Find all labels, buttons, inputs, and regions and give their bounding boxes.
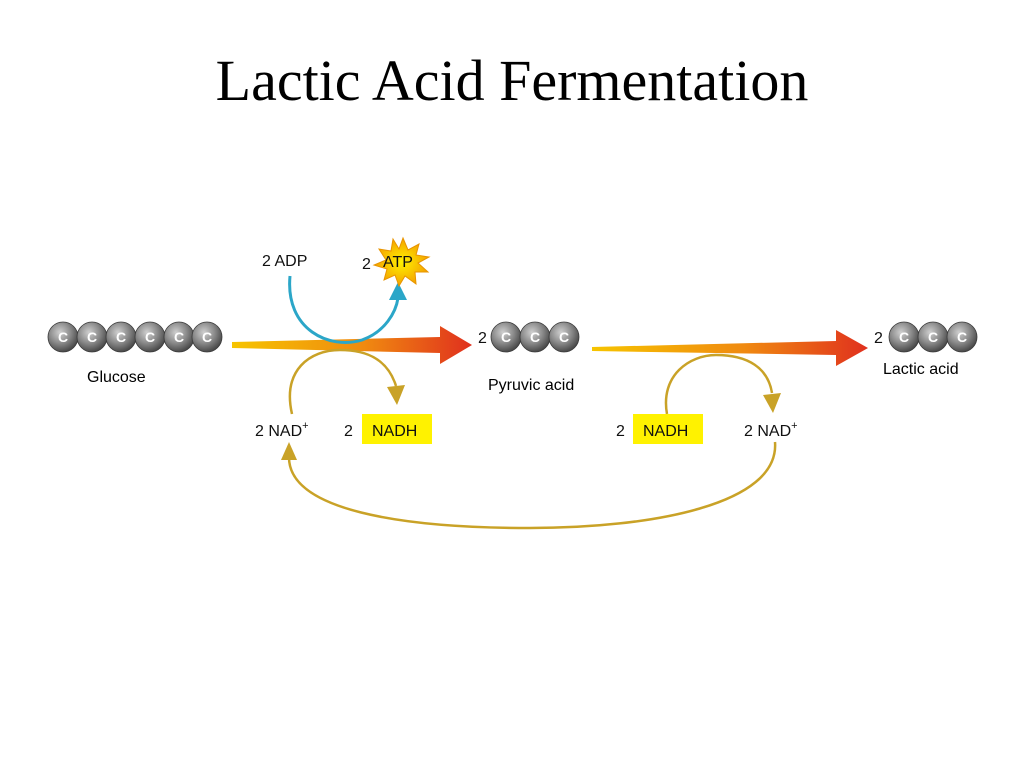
glycolysis-nadh-coefficient: 2 — [344, 423, 353, 440]
pyruvic-coefficient: 2 — [478, 330, 487, 347]
carbon-atom: C — [519, 321, 551, 353]
svg-text:C: C — [58, 329, 68, 345]
atp-burst — [372, 236, 431, 288]
svg-text:C: C — [116, 329, 126, 345]
carbon-atom: C — [47, 321, 79, 353]
fermentation-nadh-label: NADH — [643, 423, 688, 440]
glycolysis-nad-label: 2 NAD+ — [255, 420, 309, 440]
carbon-atom: C — [134, 321, 166, 353]
adp-to-atp-arrowhead — [389, 282, 407, 300]
nadh-to-nad-arrowhead — [763, 393, 781, 413]
slide-title: Lactic Acid Fermentation — [215, 48, 809, 113]
svg-text:C: C — [501, 329, 511, 345]
pyruvic-acid-label: Pyruvic acid — [488, 377, 574, 394]
carbon-atom: C — [490, 321, 522, 353]
atp-label: ATP — [383, 254, 413, 271]
svg-text:C: C — [957, 329, 967, 345]
pyruvic-acid-molecule: C C C — [490, 321, 580, 353]
svg-text:C: C — [530, 329, 540, 345]
glycolysis-arrow — [232, 326, 472, 364]
svg-text:C: C — [899, 329, 909, 345]
svg-text:C: C — [145, 329, 155, 345]
nad-to-nadh-arrowhead — [387, 385, 405, 405]
svg-text:C: C — [202, 329, 212, 345]
glycolysis-nadh-box — [362, 414, 432, 444]
glucose-label: Glucose — [87, 369, 146, 386]
nad-recycle-arrow — [287, 441, 777, 530]
carbon-atom: C — [191, 321, 223, 353]
carbon-atom: C — [548, 321, 580, 353]
carbon-atom: C — [105, 321, 137, 353]
svg-text:C: C — [174, 329, 184, 345]
lactic-acid-molecule: C C C — [888, 321, 978, 353]
adp-label: 2 ADP — [262, 253, 307, 270]
nadh-to-nad-arrow — [664, 353, 774, 415]
nad-recycle-arrowhead — [281, 442, 297, 460]
lactic-coefficient: 2 — [874, 330, 883, 347]
fermentation-arrow — [592, 330, 868, 366]
carbon-atom: C — [946, 321, 978, 353]
svg-text:C: C — [87, 329, 97, 345]
glucose-molecule: C C C C C C — [47, 321, 223, 353]
fermentation-nad-label: 2 NAD+ — [744, 420, 798, 440]
carbon-atom: C — [76, 321, 108, 353]
svg-text:C: C — [559, 329, 569, 345]
carbon-atom: C — [917, 321, 949, 353]
carbon-atom: C — [163, 321, 195, 353]
atp-coefficient: 2 — [362, 256, 371, 273]
svg-text:C: C — [928, 329, 938, 345]
nad-to-nadh-arrow — [288, 348, 398, 415]
carbon-atom: C — [888, 321, 920, 353]
adp-to-atp-arrow — [288, 275, 400, 344]
lactic-acid-label: Lactic acid — [883, 361, 959, 378]
glycolysis-nadh-label: NADH — [372, 423, 417, 440]
fermentation-nadh-coefficient: 2 — [616, 423, 625, 440]
fermentation-nadh-box — [633, 414, 703, 444]
